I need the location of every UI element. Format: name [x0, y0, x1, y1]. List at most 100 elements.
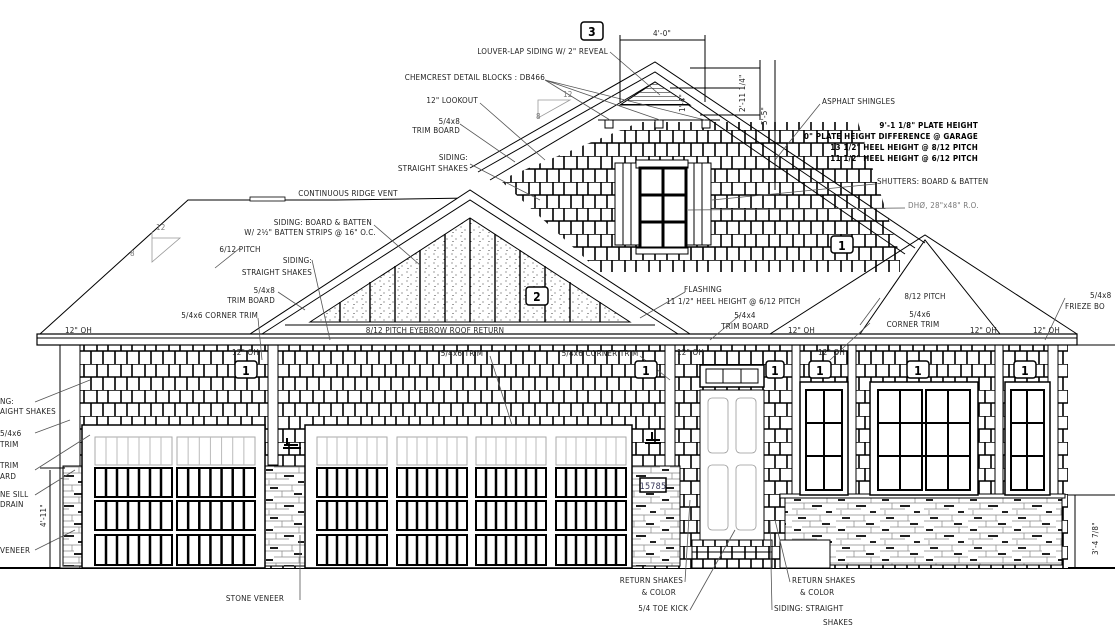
- window-center: [869, 381, 979, 496]
- svg-text:DRAIN: DRAIN: [0, 500, 24, 509]
- garage-door-window: [316, 436, 388, 466]
- window-left: [799, 381, 849, 496]
- svg-text:CONTINUOUS RIDGE VENT: CONTINUOUS RIDGE VENT: [298, 189, 398, 198]
- svg-text:NE SILL: NE SILL: [0, 490, 28, 499]
- svg-text:11 1/2" HEEL HEIGHT @ 6/12 PIT: 11 1/2" HEEL HEIGHT @ 6/12 PITCH: [830, 154, 978, 163]
- svg-text:12" OH: 12" OH: [818, 348, 845, 357]
- svg-text:1: 1: [914, 364, 922, 378]
- svg-text:1: 1: [816, 364, 824, 378]
- garage-doors: [81, 424, 633, 569]
- svg-text:13 1/2" HEEL HEIGHT @ 8/12 PIT: 13 1/2" HEEL HEIGHT @ 8/12 PITCH: [830, 143, 978, 152]
- svg-text:5/4x6: 5/4x6: [909, 310, 931, 319]
- windows: [799, 381, 1051, 496]
- svg-text:8: 8: [536, 112, 541, 121]
- svg-text:W/ 2½" BATTEN STRIPS @ 16" O.C: W/ 2½" BATTEN STRIPS @ 16" O.C.: [244, 228, 376, 237]
- material-badge-1: 1: [234, 360, 258, 379]
- svg-text:1: 1: [642, 364, 650, 378]
- garage-door-panel: [316, 500, 388, 531]
- svg-text:NG:: NG:: [0, 397, 14, 406]
- svg-text:8: 8: [130, 249, 135, 258]
- garage-roof: [39, 196, 471, 335]
- dimension-lines: [40, 35, 1115, 569]
- garage-door-panel: [176, 534, 256, 566]
- svg-text:TRIM: TRIM: [0, 440, 19, 449]
- label-asphalt: ASPHALT SHINGLES: [822, 97, 895, 106]
- svg-text:8/12 PITCH EYEBROW ROOF RETURN: 8/12 PITCH EYEBROW ROOF RETURN: [366, 326, 504, 335]
- svg-text:12" OH: 12" OH: [232, 348, 259, 357]
- svg-text:TRIM BOARD: TRIM BOARD: [411, 126, 460, 135]
- material-badge-2: 2: [525, 286, 549, 306]
- svg-text:5/4x6 TRIM: 5/4x6 TRIM: [441, 349, 483, 358]
- svg-text:1'-4": 1'-4": [678, 94, 687, 112]
- svg-text:RETURN SHAKES: RETURN SHAKES: [620, 576, 683, 585]
- garage-door-panel: [475, 500, 547, 531]
- material-badge-1: 1: [830, 235, 854, 254]
- svg-text:6/12 PITCH: 6/12 PITCH: [219, 245, 260, 254]
- svg-text:15785: 15785: [640, 482, 667, 492]
- garage-door-panel: [316, 534, 388, 566]
- garage-door-window: [94, 436, 173, 466]
- svg-text:VENEER: VENEER: [0, 546, 30, 555]
- svg-text:SHUTTERS: BOARD & BATTEN: SHUTTERS: BOARD & BATTEN: [877, 177, 988, 186]
- svg-text:12" OH: 12" OH: [970, 326, 997, 335]
- material-badge-1: 1: [1013, 360, 1037, 379]
- leader-lines: [34, 51, 1066, 611]
- svg-text:ARD: ARD: [0, 472, 16, 481]
- svg-text:SIDING:: SIDING:: [283, 256, 312, 265]
- svg-text:5/4x8: 5/4x8: [1090, 291, 1112, 300]
- svg-text:3: 3: [588, 25, 596, 39]
- garage-door-window: [475, 436, 547, 466]
- svg-text:& COLOR: & COLOR: [642, 588, 676, 597]
- material-badge-3: 3: [580, 21, 604, 41]
- garage-door-window: [176, 436, 256, 466]
- window-right: [1004, 381, 1051, 496]
- svg-text:DHØ, 28"x48" R.O.: DHØ, 28"x48" R.O.: [908, 200, 979, 210]
- svg-text:5'-5": 5'-5": [760, 107, 769, 125]
- label-chemcrest: CHEMCREST DETAIL BLOCKS : DB466: [405, 73, 545, 82]
- svg-text:0" PLATE HEIGHT DIFFERENCE @ G: 0" PLATE HEIGHT DIFFERENCE @ GARAGE: [804, 132, 978, 141]
- material-badge-1: 1: [765, 360, 785, 379]
- garage-door-panel: [176, 500, 256, 531]
- svg-text:12" OH: 12" OH: [788, 326, 815, 335]
- label-louver: LOUVER-LAP SIDING W/ 2" REVEAL: [477, 47, 608, 56]
- svg-text:12: 12: [156, 223, 166, 232]
- svg-text:1: 1: [242, 364, 250, 378]
- wall-lights: [283, 432, 661, 449]
- svg-text:5/4x6 CORNER TRIM: 5/4x6 CORNER TRIM: [181, 311, 258, 320]
- svg-text:1: 1: [838, 239, 846, 253]
- garage-door-panel: [396, 467, 468, 498]
- upper-gable: [469, 61, 926, 272]
- svg-text:FLASHING: FLASHING: [684, 285, 722, 294]
- svg-text:STRAIGHT SHAKES: STRAIGHT SHAKES: [242, 268, 312, 277]
- material-badge-1: 1: [808, 360, 832, 379]
- garage-door-panel: [316, 467, 388, 498]
- house-number-plaque: 15785: [639, 477, 667, 493]
- svg-text:5/4x8: 5/4x8: [439, 117, 461, 126]
- eave-fascia: [36, 333, 1115, 346]
- svg-text:8/12 PITCH: 8/12 PITCH: [904, 292, 945, 301]
- garage-door-panel: [94, 500, 173, 531]
- garage-door-panel: [94, 534, 173, 566]
- garage-door-panel: [555, 500, 627, 531]
- svg-text:9'-1 1/8" PLATE HEIGHT: 9'-1 1/8" PLATE HEIGHT: [879, 121, 978, 130]
- material-badge-1: 1: [634, 360, 658, 379]
- svg-text:& COLOR: & COLOR: [800, 588, 834, 597]
- svg-text:12" OH: 12" OH: [677, 348, 704, 357]
- svg-text:11 1/2" HEEL HEIGHT @ 6/12 PIT: 11 1/2" HEEL HEIGHT @ 6/12 PITCH: [666, 297, 800, 306]
- label-lookout: 12" LOOKOUT: [426, 96, 478, 105]
- porch-roof: [769, 234, 1078, 335]
- garage-door-panel: [176, 467, 256, 498]
- svg-text:TRIM BOARD: TRIM BOARD: [226, 296, 275, 305]
- svg-text:TRIM: TRIM: [0, 461, 19, 470]
- svg-text:4'-0": 4'-0": [653, 29, 671, 38]
- material-badge-1: 1: [906, 360, 930, 379]
- svg-text:SIDING: BOARD & BATTEN: SIDING: BOARD & BATTEN: [274, 218, 372, 227]
- svg-text:4'-11": 4'-11": [39, 504, 48, 527]
- front-door[interactable]: [691, 364, 831, 569]
- garage-door-panel: [396, 534, 468, 566]
- garage-door-window: [555, 436, 627, 466]
- svg-text:1: 1: [771, 364, 779, 378]
- svg-text:1: 1: [1021, 364, 1029, 378]
- svg-text:5/4x4: 5/4x4: [734, 311, 756, 320]
